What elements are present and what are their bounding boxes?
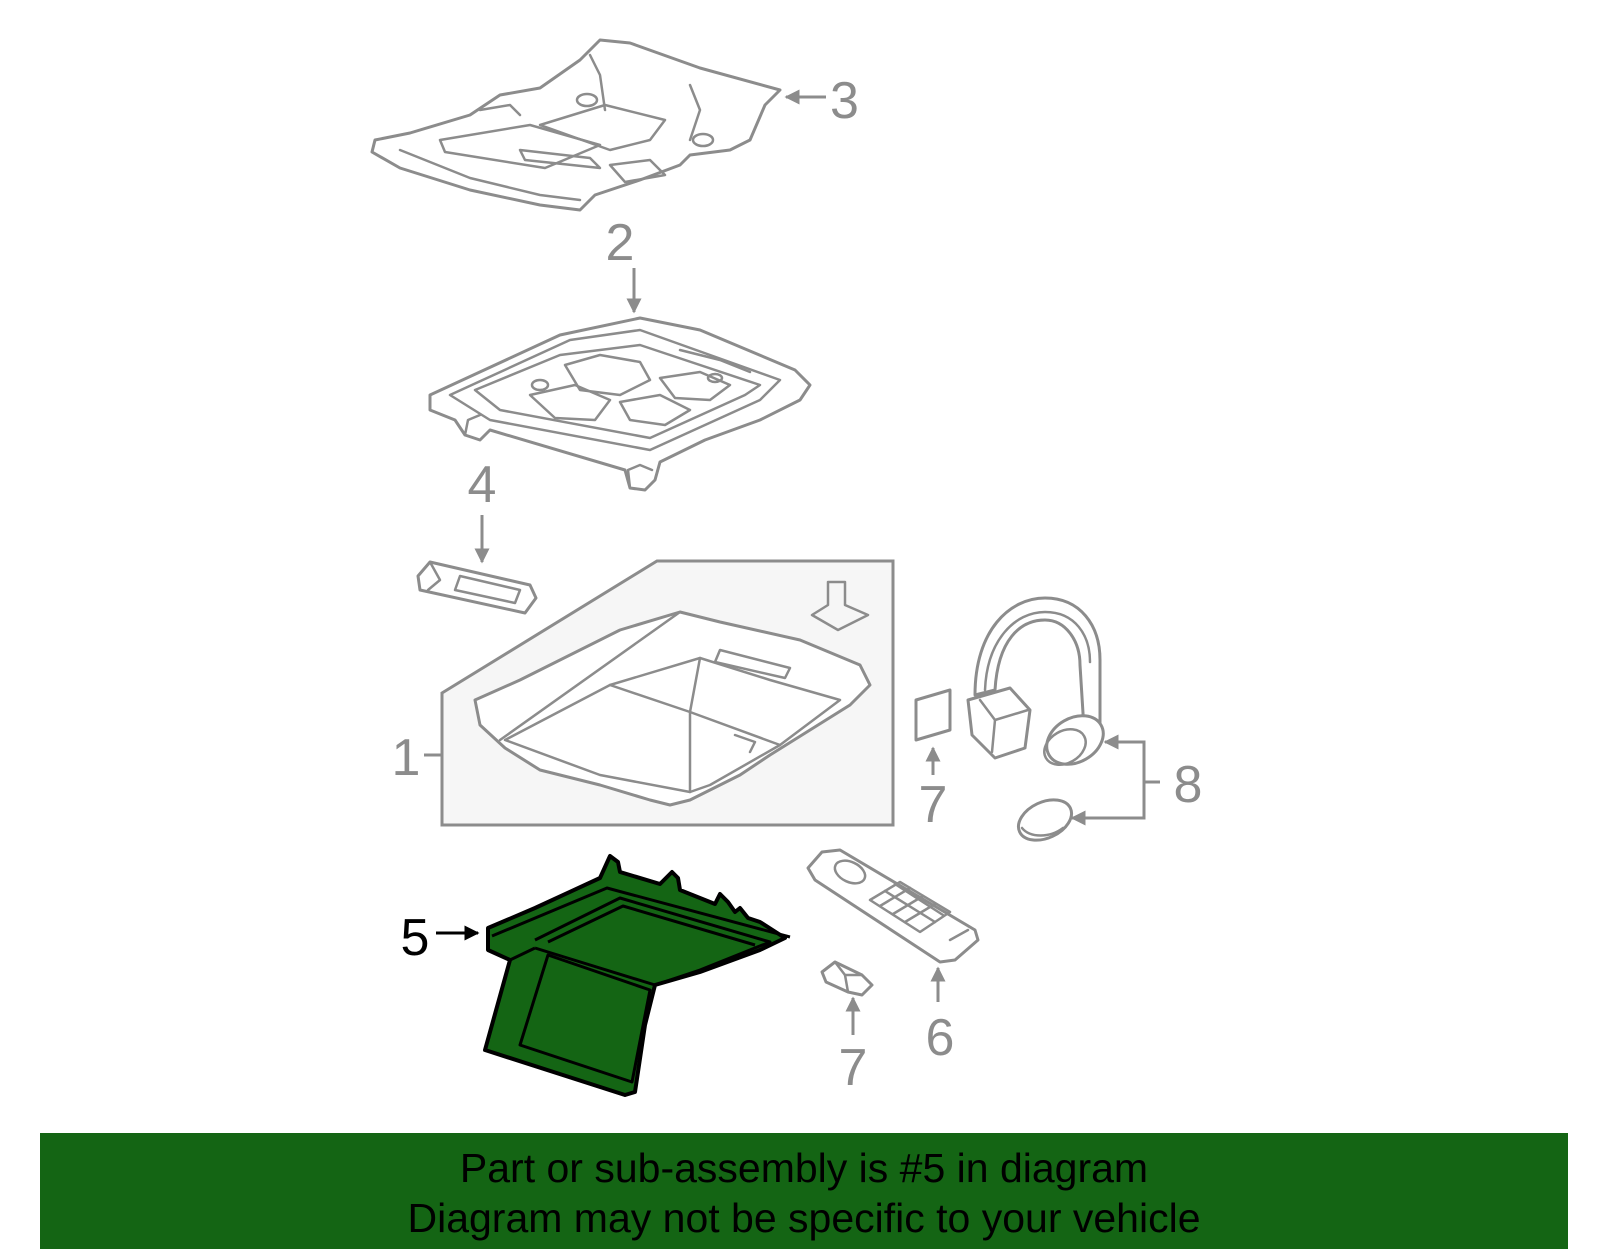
callout-3: 3	[830, 72, 859, 130]
part-2-bracket[interactable]	[428, 316, 812, 492]
info-banner: Part or sub-assembly is #5 in diagram Di…	[40, 1133, 1568, 1249]
part-6-remote[interactable]	[806, 848, 980, 964]
banner-line-1: Part or sub-assembly is #5 in diagram	[459, 1145, 1149, 1191]
part-8-headphones[interactable]	[966, 596, 1112, 848]
banner-line-2: Diagram may not be specific to your vehi…	[407, 1195, 1201, 1241]
callout-8: 8	[1174, 756, 1203, 814]
part-1-console-box[interactable]	[440, 559, 895, 827]
part-4-clip[interactable]	[416, 560, 538, 615]
part-3-panel[interactable]	[370, 38, 782, 212]
callout-4: 4	[468, 456, 497, 514]
part-5-overhead-display[interactable]	[483, 854, 791, 1097]
leader-8-top	[1103, 734, 1146, 782]
callout-6: 6	[926, 1009, 955, 1067]
part-7-clip-lower[interactable]	[820, 960, 874, 997]
callout-5: 5	[401, 909, 430, 967]
leader-8-bottom	[1070, 782, 1146, 826]
callout-1: 1	[392, 729, 421, 787]
callout-2: 2	[606, 214, 635, 272]
part-7-pad-upper[interactable]	[914, 688, 952, 742]
callout-7-lower: 7	[839, 1039, 868, 1097]
callout-7-upper: 7	[919, 776, 948, 834]
